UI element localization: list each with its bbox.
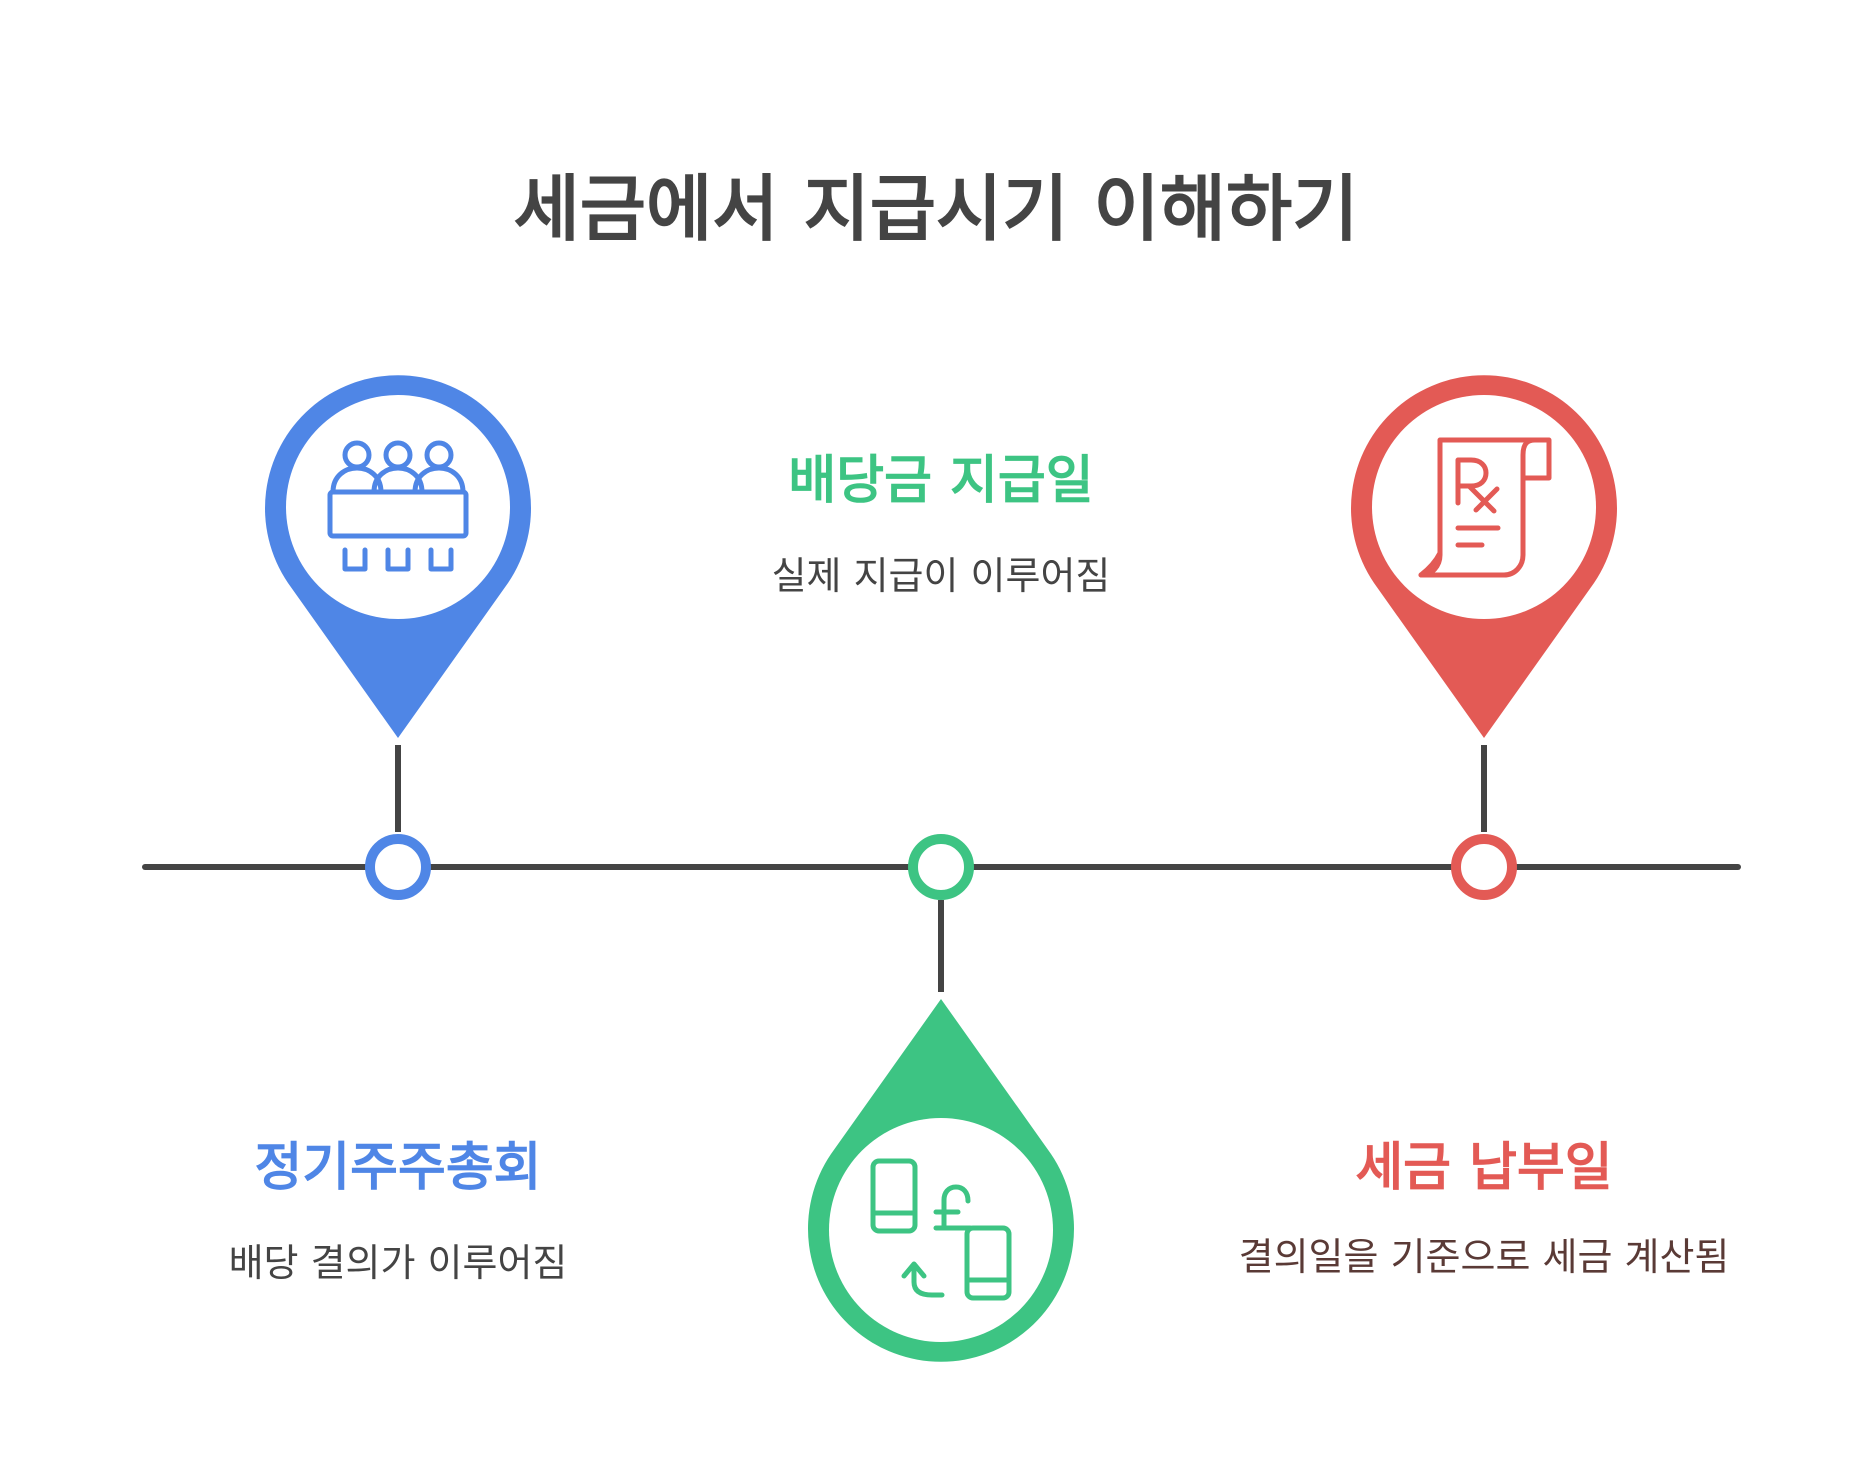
event-description-2: 실제 지급이 이루어짐 [771, 554, 1111, 598]
page-title: 세금에서 지급시기 이해하기 [513, 167, 1359, 251]
node-3 [1451, 834, 1517, 900]
event-description-3: 결의일을 기준으로 세금 계산됨 [1238, 1235, 1730, 1279]
event-description-1: 배당 결의가 이루어짐 [228, 1241, 568, 1285]
event-label-2: 배당금 지급일 [788, 451, 1094, 511]
pin-marker-3 [1350, 375, 1617, 738]
event-label-1: 정기주주총회 [254, 1138, 542, 1198]
pound-transfer-icon [870, 1158, 1012, 1301]
pin-marker-2 [808, 999, 1074, 1362]
node-1 [365, 834, 431, 900]
tax-receipt-icon [1418, 437, 1552, 578]
pin-marker-1 [265, 375, 531, 738]
event-label-3: 세금 납부일 [1355, 1138, 1613, 1198]
meeting-table-icon [327, 440, 469, 572]
node-2 [908, 834, 974, 900]
